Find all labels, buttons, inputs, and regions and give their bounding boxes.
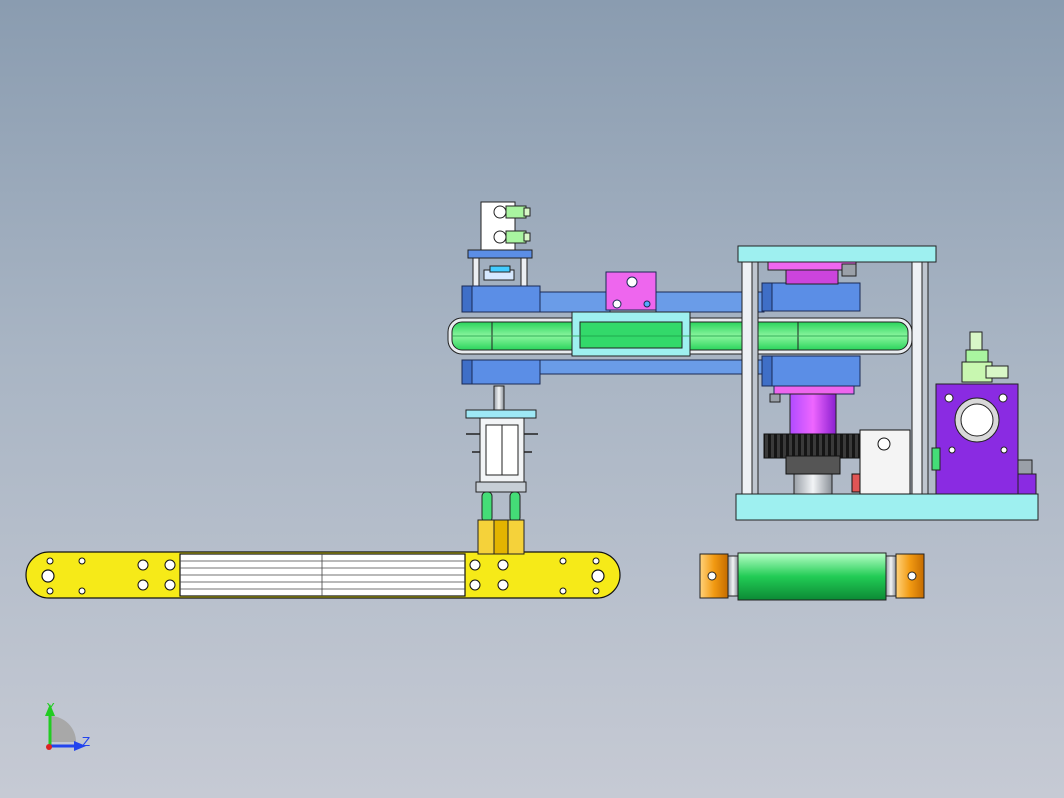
swing-arm: [461, 271, 861, 395]
motor-mount: [931, 383, 1037, 495]
origin-marker: [46, 744, 52, 750]
gripper-assembly: [465, 201, 538, 555]
z-axis-label: Z: [82, 735, 90, 749]
column-frame: [735, 245, 1039, 521]
rail-end-hole: [41, 569, 605, 583]
rail-bolt-pattern: [46, 557, 600, 595]
guide-roller: [699, 552, 925, 601]
timing-belt: [447, 311, 913, 357]
axis-triad: Y Z: [45, 701, 90, 751]
air-fitting-icon: [493, 205, 531, 244]
linear-rail: [25, 551, 621, 599]
pneumatic-cylinder: [961, 331, 1009, 383]
rack-gear: [763, 429, 911, 495]
y-axis-label: Y: [46, 701, 55, 715]
